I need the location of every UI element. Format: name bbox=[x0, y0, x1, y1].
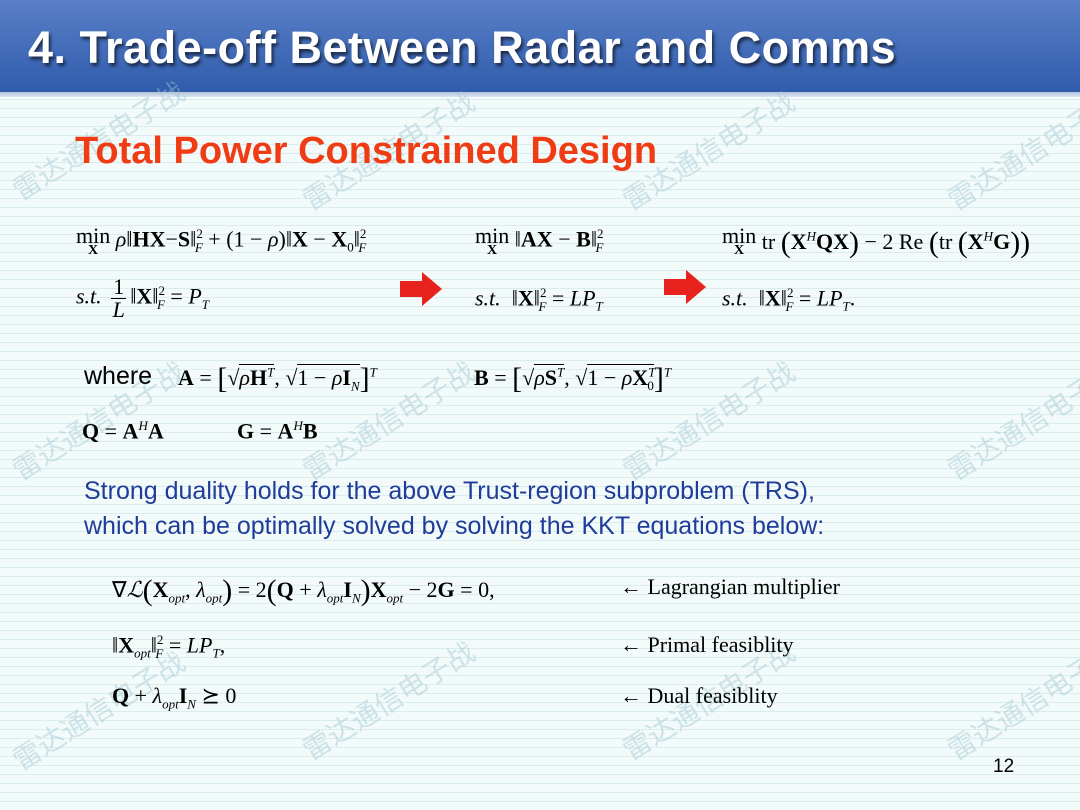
page-number: 12 bbox=[993, 756, 1015, 777]
where-label: where bbox=[84, 362, 153, 390]
kkt-primal-equation: ‖Xopt‖2F = LPT, bbox=[112, 632, 226, 661]
watermark: 雷达通信电子战 bbox=[296, 635, 481, 768]
duality-text-line-1: Strong duality holds for the above Trust… bbox=[84, 477, 815, 505]
slide-header: 4. Trade-off Between Radar and Comms bbox=[0, 0, 1080, 92]
watermark: 雷达通信电子战 bbox=[941, 635, 1080, 768]
definition-G: G = AHB bbox=[237, 418, 318, 444]
kkt-stationarity-equation: ∇ℒ(Xopt, λopt) = 2(Q + λoptIN)Xopt − 2G … bbox=[112, 574, 495, 607]
right-arrow-icon bbox=[400, 272, 442, 306]
definition-A: A = [√ρHT, √1 − ρIN]T bbox=[178, 362, 377, 395]
formulation-2-constraint: s.t. ‖X‖2F = LPT bbox=[475, 285, 603, 314]
watermark: 雷达通信电子战 bbox=[941, 85, 1080, 218]
header-divider bbox=[0, 92, 1080, 97]
right-arrow-icon bbox=[664, 270, 706, 304]
kkt-label-lagrangian: ← Lagrangian multiplier bbox=[620, 574, 840, 599]
kkt-label-dual: ← Dual feasiblity bbox=[620, 683, 778, 708]
slide-title: 4. Trade-off Between Radar and Comms bbox=[28, 22, 897, 73]
watermark: 雷达通信电子战 bbox=[941, 355, 1080, 488]
kkt-dual-equation: Q + λoptIN ⪰ 0 bbox=[112, 683, 237, 712]
kkt-label-primal: ← Primal feasiblity bbox=[620, 632, 794, 657]
definition-B: B = [√ρST, √1 − ρXT0]T bbox=[474, 362, 672, 395]
duality-text-line-2: which can be optimally solved by solving… bbox=[84, 512, 825, 540]
section-subtitle: Total Power Constrained Design bbox=[75, 130, 658, 172]
definition-Q: Q = AHA bbox=[82, 418, 164, 444]
formulation-3-constraint: s.t. ‖X‖2F = LPT. bbox=[722, 285, 856, 314]
